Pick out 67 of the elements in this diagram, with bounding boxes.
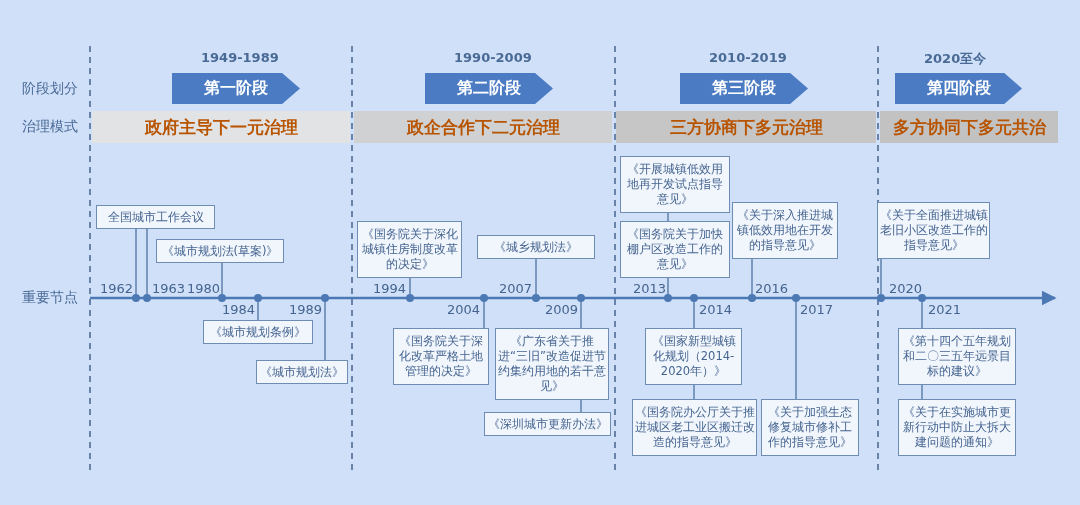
year-label: 1984 [222, 302, 256, 317]
year-label: 2021 [928, 302, 962, 317]
year-label: 1980 [187, 281, 221, 296]
stage-label: 第三阶段 [712, 78, 776, 99]
year-label: 2017 [800, 302, 834, 317]
document-box: 《城乡规划法》 [477, 235, 595, 259]
leader-line [324, 301, 326, 361]
year-label: 1994 [373, 281, 407, 296]
period-label: 1949-1989 [201, 50, 279, 65]
document-box: 《城市规划条例》 [203, 320, 313, 344]
stage-label: 第一阶段 [204, 78, 268, 99]
leader-line [693, 301, 695, 329]
year-label: 2016 [755, 281, 789, 296]
leader-line [667, 277, 669, 295]
document-box: 《国务院办公厅关于推进城区老工业区搬迁改造的指导意见》 [632, 399, 757, 456]
year-label: 2009 [545, 302, 579, 317]
stage-label: 第二阶段 [457, 78, 521, 99]
document-box: 《广东省关于推进“三旧”改造促进节约集约用地的若干意见》 [495, 328, 609, 400]
mode-band: 政企合作下二元治理 [354, 111, 612, 143]
year-label: 1989 [289, 302, 323, 317]
year-label: 2013 [633, 281, 667, 296]
year-label: 2007 [499, 281, 533, 296]
leader-line [921, 301, 923, 329]
document-box: 《国家新型城镇化规划（2014-2020年）》 [645, 328, 742, 385]
leader-line [795, 301, 797, 400]
leader-line [146, 228, 148, 295]
leader-line [535, 258, 537, 295]
leader-line [483, 301, 485, 329]
leader-line [409, 277, 411, 295]
mode-band: 三方协商下多元治理 [616, 111, 876, 143]
document-box: 《国务院关于加快棚户区改造工作的意见》 [620, 221, 730, 278]
leader-line [580, 399, 582, 413]
document-box: 《关于深入推进城镇低效用地在开发的指导意见》 [732, 202, 838, 259]
period-label: 1990-2009 [454, 50, 532, 65]
mode-band: 多方协同下多元共治 [880, 111, 1058, 143]
leader-line [135, 228, 137, 295]
row-heading: 阶段划分 [22, 80, 78, 98]
leader-line [667, 212, 669, 222]
document-box: 《第十四个五年规划和二〇三五年远景目标的建议》 [898, 328, 1016, 385]
document-box: 《国务院关于深化城镇住房制度改革的决定》 [357, 221, 462, 278]
document-box: 《开展城镇低效用地再开发试点指导意见》 [620, 156, 730, 213]
leader-line [257, 301, 259, 321]
leader-line [221, 262, 223, 295]
leader-line [751, 258, 753, 295]
leader-line [880, 258, 882, 295]
document-box: 《关于全面推进城镇老旧小区改造工作的指导意见》 [877, 202, 990, 259]
period-label: 2020至今 [924, 50, 987, 68]
period-label: 2010-2019 [709, 50, 787, 65]
document-box: 《深圳城市更新办法》 [484, 412, 611, 436]
year-label: 1963 [152, 281, 186, 296]
document-box: 全国城市工作会议 [96, 205, 215, 229]
year-label: 2020 [889, 281, 923, 296]
stage-label: 第四阶段 [926, 78, 991, 99]
document-box: 《关于加强生态修复城市修补工作的指导意见》 [761, 399, 859, 456]
year-label: 1962 [100, 281, 134, 296]
leader-line [580, 301, 582, 329]
document-box: 《城市规划法》 [256, 360, 348, 384]
year-label: 2014 [699, 302, 733, 317]
leader-line [693, 384, 695, 400]
leader-line [921, 384, 923, 400]
document-box: 《关于在实施城市更新行动中防止大拆大建问题的通知》 [898, 399, 1016, 456]
row-heading: 重要节点 [22, 289, 78, 307]
document-box: 《国务院关于深化改革严格土地管理的决定》 [393, 328, 489, 385]
document-box: 《城市规划法(草案)》 [156, 239, 284, 263]
row-heading: 治理模式 [22, 118, 78, 136]
year-label: 2004 [447, 302, 481, 317]
mode-band: 政府主导下一元治理 [92, 111, 350, 143]
